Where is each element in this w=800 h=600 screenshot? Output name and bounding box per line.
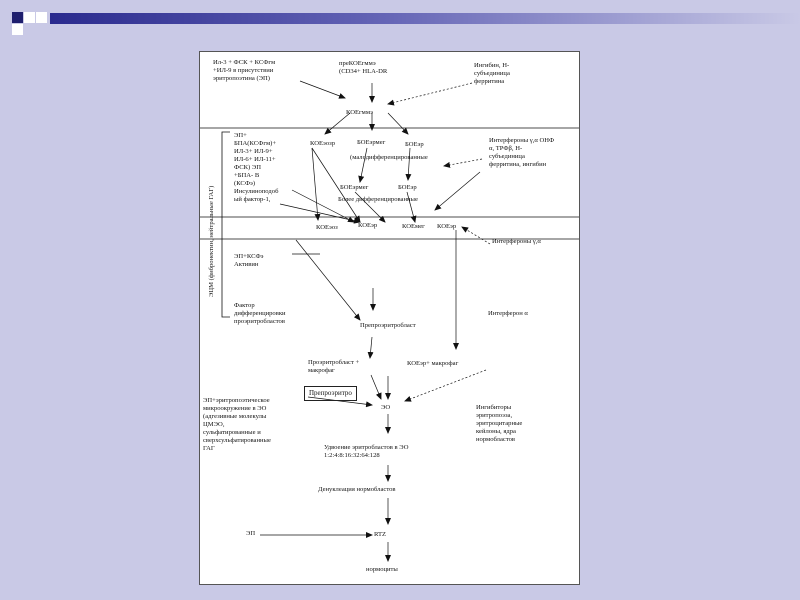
il3-block: Ил-3 + ФСК + КСФгм +ИЛ-9 в присутствии э… — [213, 59, 276, 82]
preproerythroblast-label: Препроэритробласт — [360, 322, 416, 329]
koe-er-label-2: КОЕэр — [437, 223, 457, 230]
boe-ermeg-label-2: БОЕэрмег — [340, 184, 369, 191]
title-stripe — [50, 13, 800, 24]
koe-meg-label: КОЕмег — [402, 223, 425, 230]
ep-microenvironment-block: ЭП+эритропоэтическое микроокружение в ЭО… — [203, 397, 271, 452]
more-diff-label: Более дифференцированные — [338, 196, 418, 203]
ep-ksfe-block: ЭП+КСФэ Активин — [234, 253, 264, 268]
pre-koe-label: преКОЕгммэ (CD34+ HLA-DR — [339, 60, 388, 75]
decor-square-light — [12, 24, 23, 35]
rtz-label: RTZ — [374, 531, 387, 538]
koe-eoz-label: КОЕэоз — [316, 224, 338, 231]
koegmme-label: КОЕгммэ — [346, 109, 373, 116]
decor-square-light — [24, 12, 35, 23]
koe-er-macrophage-label: КОЕэр+ макрофаг — [407, 360, 459, 367]
koe-eozr-label: КОЕэозр — [310, 140, 336, 147]
proerythroblast-macrophage-label: Проэритробласт + макрофаг — [308, 359, 360, 374]
interferons-block-1: Интерфероны γ,α ОНФ α, ТРФβ, Н- субъедин… — [489, 137, 555, 168]
normocytes-label: нормоциты — [366, 566, 398, 573]
inhibin-label: Ингибин, Н- субъединица ферритина — [474, 62, 510, 85]
ep-label: ЭП — [246, 530, 256, 537]
ep-factors-block: ЭП+ БПА(КСФгм)+ ИЛ-3+ ИЛ-9+ ИЛ-6+ ИЛ-11+… — [234, 132, 279, 203]
koe-er-label: КОЕэр — [358, 222, 378, 229]
interferons-block-2: Интерфероны γ,α — [492, 238, 541, 245]
decor-square-dark — [12, 12, 23, 23]
diagram-sheet: Ил-3 + ФСК + КСФгм +ИЛ-9 в присутствии э… — [199, 51, 580, 585]
boe-er-label: БОЕэр — [405, 141, 424, 148]
eo-label: ЭО — [381, 404, 391, 411]
boe-er-label-2: БОЕэр — [398, 184, 417, 191]
decor-square-light — [36, 12, 47, 23]
denucleation-label: Денуклеация нормобластов — [318, 486, 396, 493]
preproerythro-box: Препроэритро — [304, 386, 357, 401]
factor-block: Фактор дифференцировки проэритробластов — [234, 302, 286, 325]
inhibitors-block: Ингибиторы эритропоэза, эритроцитарные к… — [476, 404, 523, 443]
low-diff-label: (малодифференцированные — [350, 154, 428, 161]
boe-ermeg-label: БОЕэрмег — [357, 139, 386, 146]
ecm-vertical-label: ЭЦМ (фибронектин, нейтральные ГАГ) — [208, 185, 215, 297]
title-decoration — [0, 0, 800, 44]
doubling-label: Удвоение эритробластов в ЭО 1:2:4:8:16:3… — [324, 444, 409, 459]
diagram-lines — [200, 80, 579, 562]
interferon-alpha-label: Интерферон α — [488, 310, 528, 317]
